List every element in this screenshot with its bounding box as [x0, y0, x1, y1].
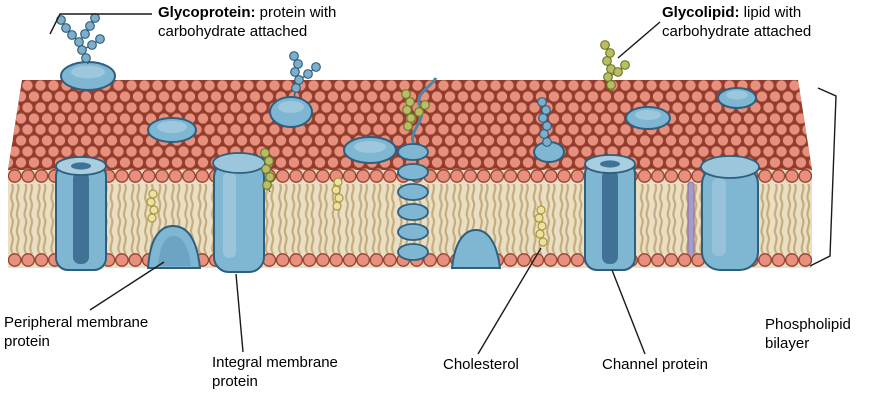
- label-glycolipid: Glycolipid: lipid with carbohydrate atta…: [662, 4, 812, 42]
- integral-membrane-protein: [212, 152, 266, 273]
- label-phospholipid-bilayer: Phospholipid bilayer: [765, 316, 851, 352]
- channel-protein: [584, 154, 636, 271]
- label-cholesterol: Cholesterol: [443, 356, 519, 373]
- cholesterol-pointer-line: [477, 247, 542, 355]
- channel-protein-left: [55, 156, 107, 271]
- helical-protein: [397, 77, 438, 261]
- surface-dome-protein-3: [625, 106, 671, 130]
- label-peripheral-membrane-protein: Peripheral membrane protein: [4, 314, 149, 350]
- phospholipid-bilayer-bracket: [809, 87, 837, 267]
- glycolipid-2: [401, 89, 430, 134]
- inner-dome-protein: [450, 228, 502, 269]
- glycoprotein-desc: protein with carbohydrate attached: [158, 4, 337, 40]
- peripheral-membrane-protein: [146, 224, 202, 269]
- glycolipid: [600, 40, 630, 93]
- glycolipid-pointer-line: [617, 21, 661, 59]
- peripheral-protein-pointer-line: [89, 261, 165, 311]
- surface-dome-protein-2: [343, 136, 397, 164]
- glycoprotein: [56, 13, 116, 91]
- glycolipid-desc: lipid with carbohydrate attached: [662, 4, 812, 40]
- cholesterol-molecule-3: [534, 205, 548, 247]
- label-integral-membrane-protein: Integral membrane protein: [212, 354, 338, 390]
- glycoprotein-2: [269, 51, 321, 128]
- integral-protein-pointer-line: [235, 273, 244, 353]
- glycolipid-term: Glycolipid:: [662, 4, 740, 21]
- minor-membrane-protein: [687, 181, 695, 261]
- label-glycoprotein: Glycoprotein: protein with carbohydrate …: [158, 4, 388, 42]
- cholesterol-molecule-2: [331, 177, 344, 211]
- glycoprotein-term: Glycoprotein:: [158, 4, 256, 21]
- channel-protein-pointer-line: [611, 269, 646, 355]
- glycoprotein-3: [533, 97, 565, 163]
- cholesterol-molecule-1: [146, 189, 159, 223]
- surface-dome-protein-4: [717, 87, 757, 109]
- glycoprotein-pointer-bracket: [49, 13, 152, 35]
- label-channel-protein: Channel protein: [602, 356, 708, 373]
- integral-protein-right: [700, 155, 760, 271]
- surface-dome-protein-1: [147, 117, 197, 143]
- glycolipid-3: [260, 148, 275, 193]
